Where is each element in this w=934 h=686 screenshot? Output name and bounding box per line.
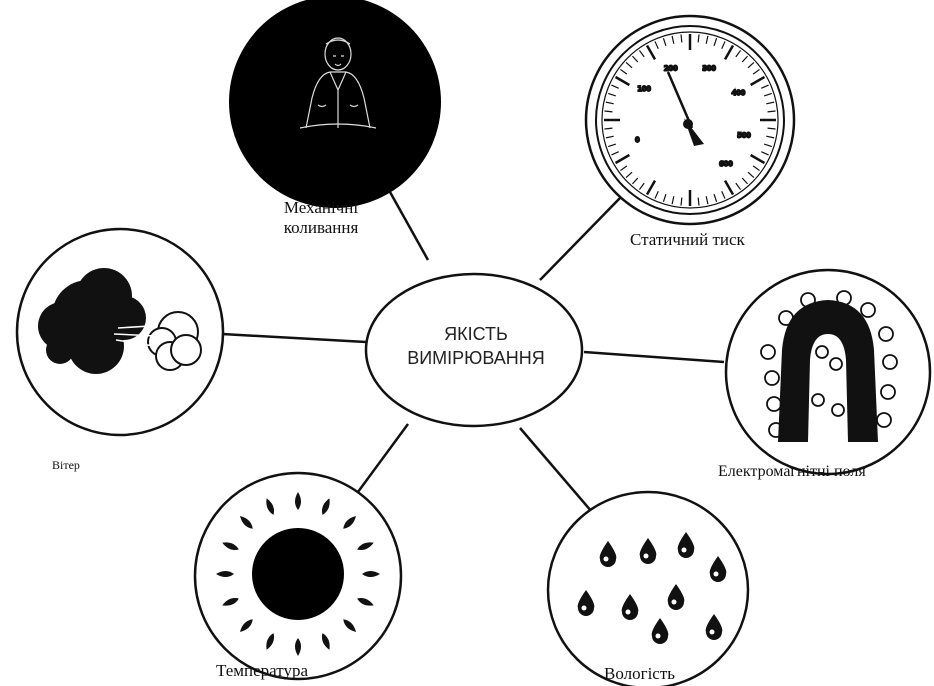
sun-icon <box>195 473 401 679</box>
pressure-gauge-icon: 0 100 200 300 400 500 600 <box>586 16 794 224</box>
gauge-tick <box>698 198 699 206</box>
water-drop-highlight <box>626 610 631 615</box>
humidity-label: Вологість <box>604 664 675 684</box>
gauge-tick-label: 500 <box>737 131 750 139</box>
connector-wind <box>222 334 366 342</box>
gauge-tick <box>604 111 612 112</box>
gauge-tick <box>681 34 682 42</box>
center-title: ЯКІСТЬ ВИМІРЮВАННЯ <box>366 322 586 370</box>
gauge-tick-label: 400 <box>732 89 745 97</box>
vibration-label-line2: коливання <box>266 218 376 238</box>
water-drop-highlight <box>710 630 715 635</box>
pressure-label: Статичний тиск <box>630 230 745 250</box>
water-drop-highlight <box>582 606 587 611</box>
water-drops-icon <box>548 492 748 686</box>
horseshoe-magnet-icon <box>726 270 930 474</box>
gauge-tick <box>768 111 776 112</box>
center-title-line1: ЯКІСТЬ <box>366 322 586 346</box>
gauge-tick-label: 300 <box>702 64 715 72</box>
vibration-label-line1: Механічні <box>266 198 376 218</box>
water-drop-highlight <box>714 572 719 577</box>
gauge-tick <box>604 128 612 129</box>
water-drop-highlight <box>644 554 649 559</box>
water-drop-highlight <box>672 600 677 605</box>
connector-temperature <box>355 424 408 496</box>
person-icon <box>229 0 441 208</box>
gauge-tick-label: 100 <box>637 85 650 93</box>
temperature-label: Температура <box>216 661 308 681</box>
em-field-label: Електромагнітні поля <box>718 462 866 482</box>
gauge-tick <box>698 34 699 42</box>
gauge-tick <box>768 128 776 129</box>
connector-em <box>584 352 724 362</box>
connector-pressure <box>540 198 620 280</box>
connector-vibration <box>390 192 428 260</box>
center-title-line2: ВИМІРЮВАННЯ <box>366 346 586 370</box>
gauge-tick <box>681 198 682 206</box>
gauge-tick-label: 200 <box>664 64 677 72</box>
wind-cloud-icon <box>17 229 223 435</box>
connector-humidity <box>520 428 592 512</box>
gauge-tick-label: 600 <box>719 160 732 168</box>
wind-label: Вітер <box>52 455 80 475</box>
vibration-label: Механічні коливання <box>266 198 376 238</box>
water-drop-highlight <box>656 634 661 639</box>
water-drop-highlight <box>682 548 687 553</box>
gauge-tick-label: 0 <box>635 136 639 144</box>
water-drop-highlight <box>604 557 609 562</box>
